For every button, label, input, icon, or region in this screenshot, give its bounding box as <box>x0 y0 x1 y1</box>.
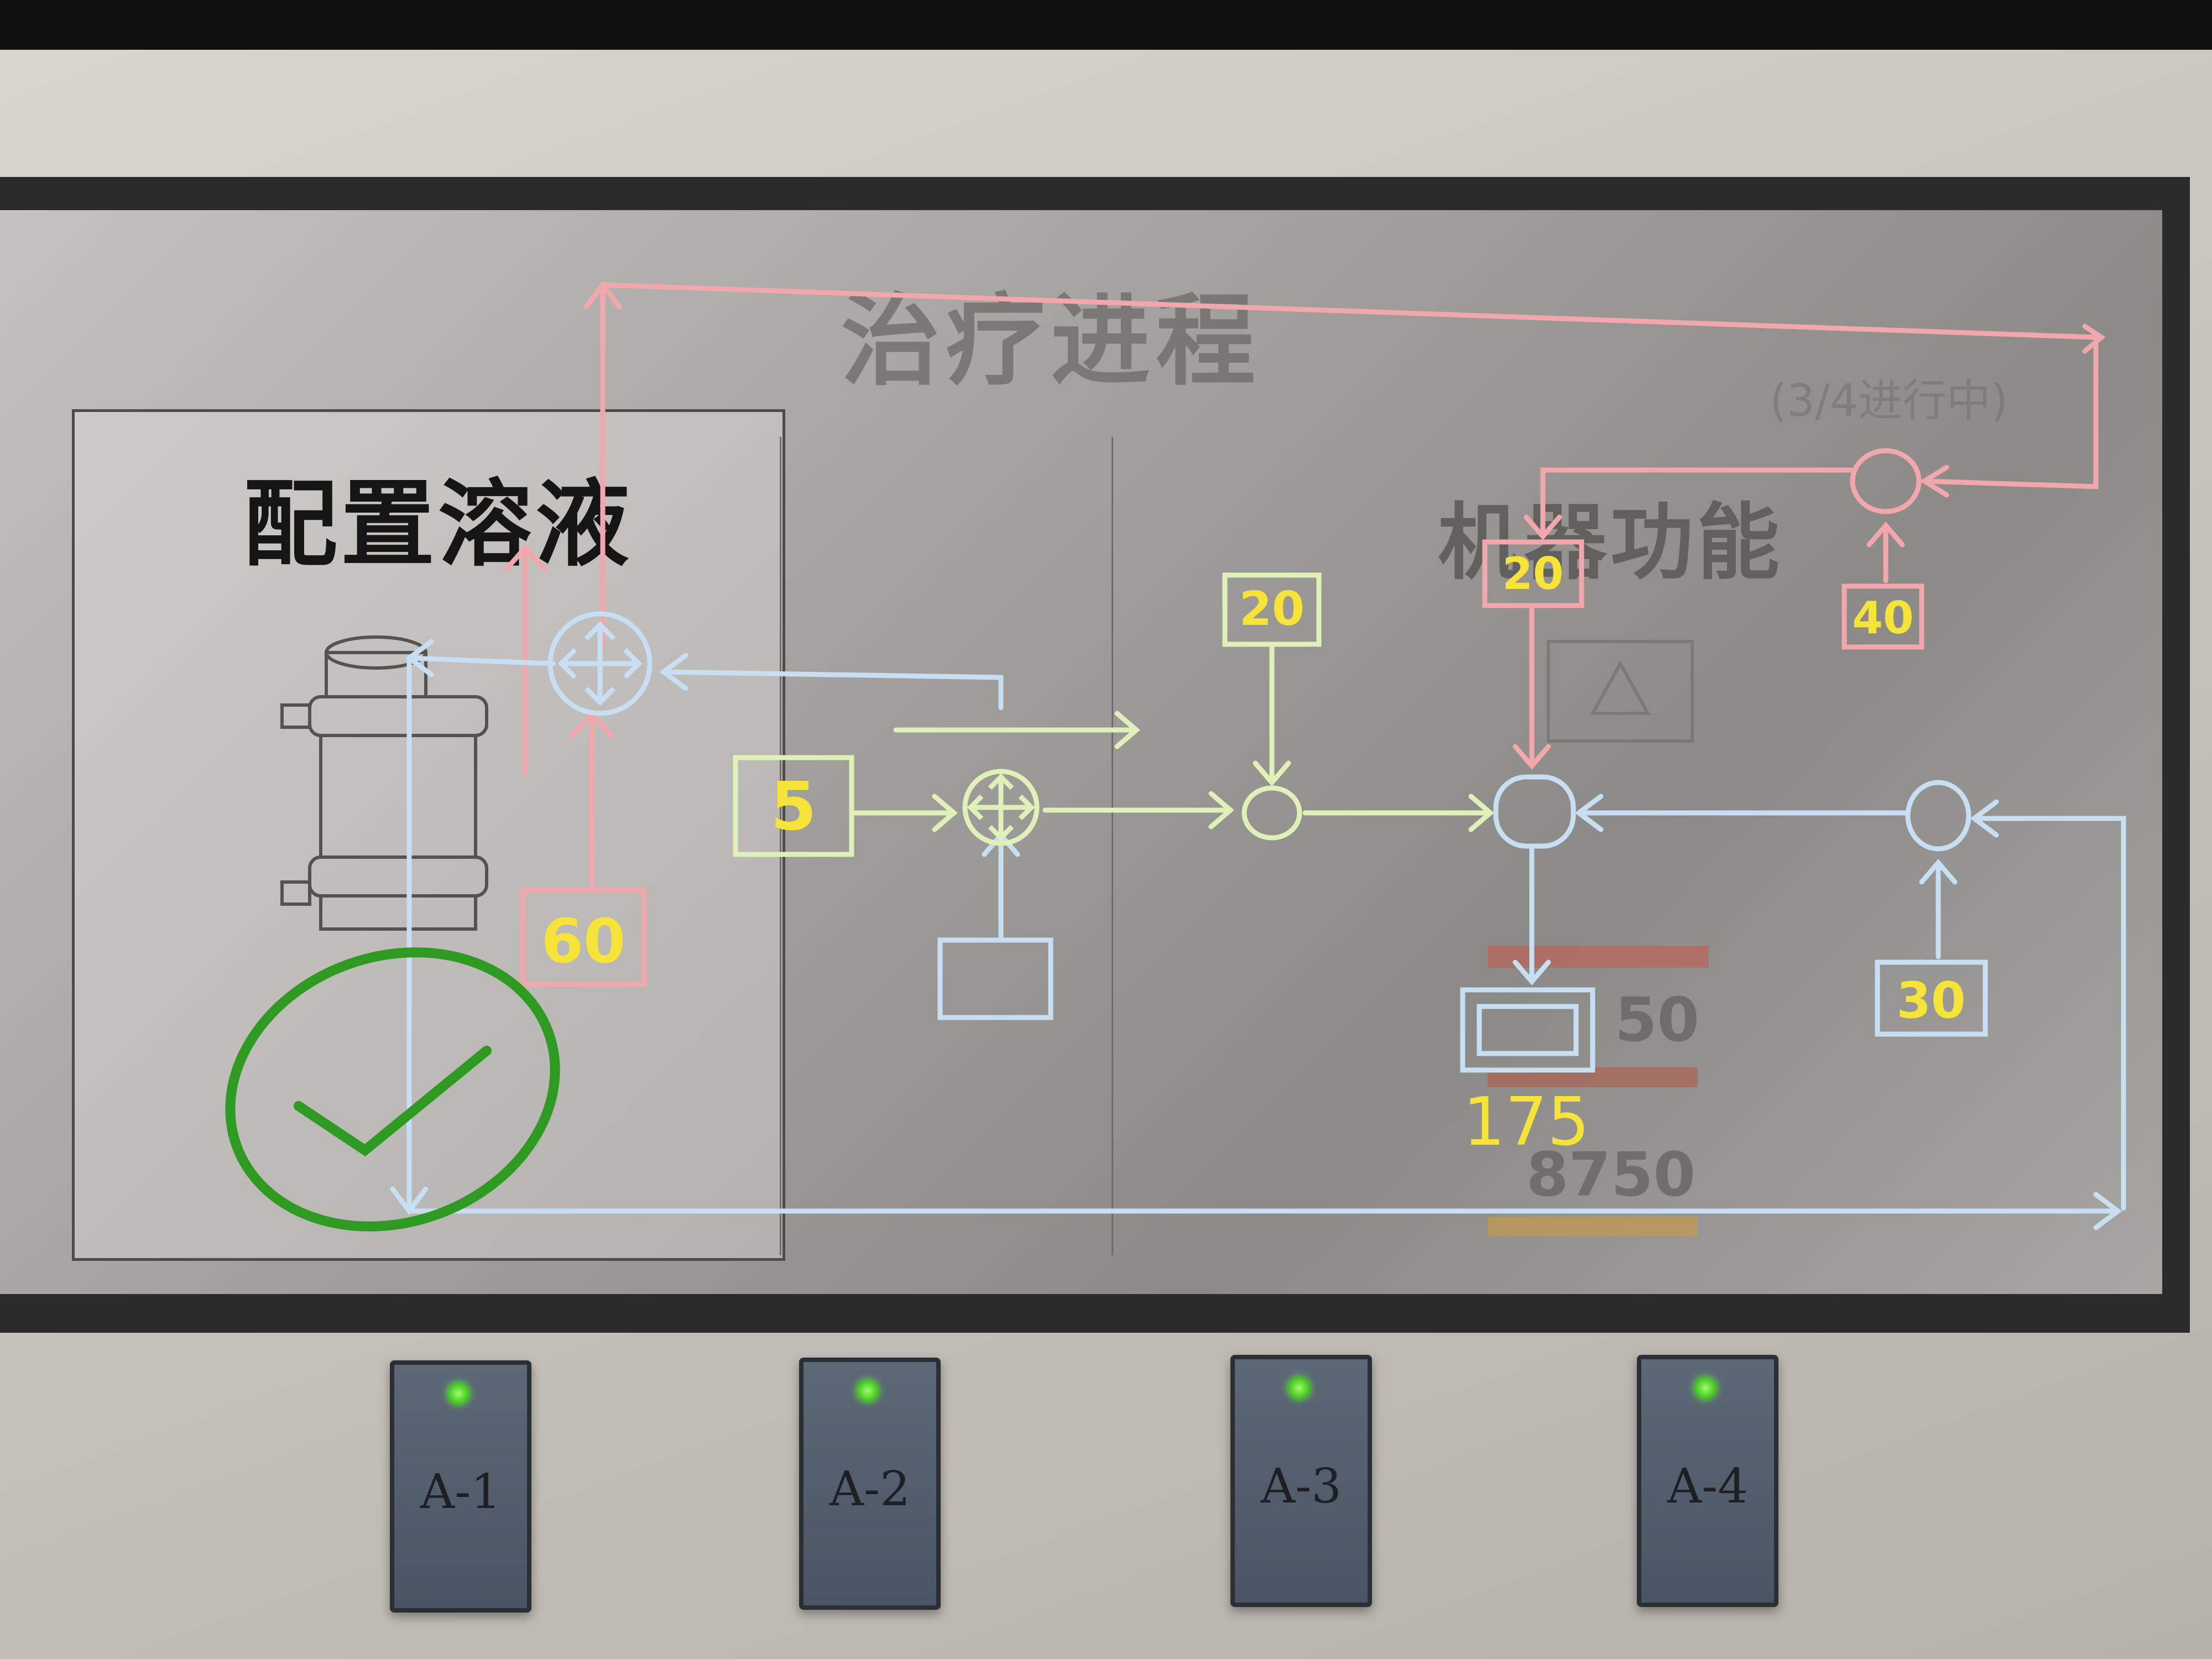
hardware-button-label: A-4 <box>1667 1459 1748 1514</box>
display-box <box>1460 987 1595 1073</box>
blue-junction <box>1493 774 1971 852</box>
mid-valve <box>962 769 1302 846</box>
top-edge <box>0 0 2212 50</box>
prepare-solution-panel[interactable] <box>72 409 785 1261</box>
status-led <box>447 1383 469 1405</box>
hardware-button-a2[interactable]: A-2 <box>799 1358 941 1610</box>
box-20-mid: 20 <box>1222 572 1322 647</box>
box-60: 60 <box>520 888 647 987</box>
prepare-solution-heading: 配置溶液 <box>243 470 633 580</box>
hardware-button-a1[interactable]: A-1 <box>390 1360 531 1613</box>
pink-valve-right <box>1850 448 1922 514</box>
vessel-icon <box>280 635 488 931</box>
progress-status: (3/4进行中) <box>1770 375 2008 426</box>
box-40: 40 <box>1841 583 1924 650</box>
machine-function-panel[interactable] <box>1112 437 2131 1255</box>
empty-input-box <box>937 937 1053 1020</box>
box-40-label: 40 <box>1852 592 1913 644</box>
checkmark-icon <box>225 947 560 1232</box>
blue-network <box>390 639 2126 1230</box>
top-left-valve <box>547 611 653 716</box>
hardware-button-label: A-2 <box>830 1462 910 1517</box>
hardware-button-a4[interactable]: A-4 <box>1637 1355 1778 1607</box>
hardware-button-label: A-1 <box>420 1464 501 1520</box>
box-30-label: 30 <box>1896 972 1965 1030</box>
status-led <box>1288 1377 1310 1399</box>
box-5-label: 5 <box>770 769 817 846</box>
green-network <box>849 641 1494 832</box>
pink-return-line <box>600 282 2099 650</box>
pink-network <box>503 280 2106 893</box>
screen-value-lower: 8750 <box>1526 1139 1696 1210</box>
warning-sign-icon <box>1547 640 1694 743</box>
box-30: 30 <box>1875 959 1988 1037</box>
box-20-mid-label: 20 <box>1239 582 1305 637</box>
status-led <box>1694 1377 1717 1399</box>
box-5: 5 <box>733 755 854 857</box>
status-led <box>857 1380 879 1402</box>
hardware-button-a3[interactable]: A-3 <box>1230 1355 1372 1607</box>
box-20-right-label: 20 <box>1502 548 1563 599</box>
box-60-label: 60 <box>541 906 625 977</box>
hardware-button-label: A-3 <box>1261 1459 1342 1514</box>
middle-panel <box>780 437 1113 1255</box>
screen-value-upper: 50 <box>1615 984 1700 1055</box>
display-value: 175 <box>1463 1084 1589 1161</box>
box-20-right: 20 <box>1482 539 1584 608</box>
display-screen <box>0 210 2162 1294</box>
